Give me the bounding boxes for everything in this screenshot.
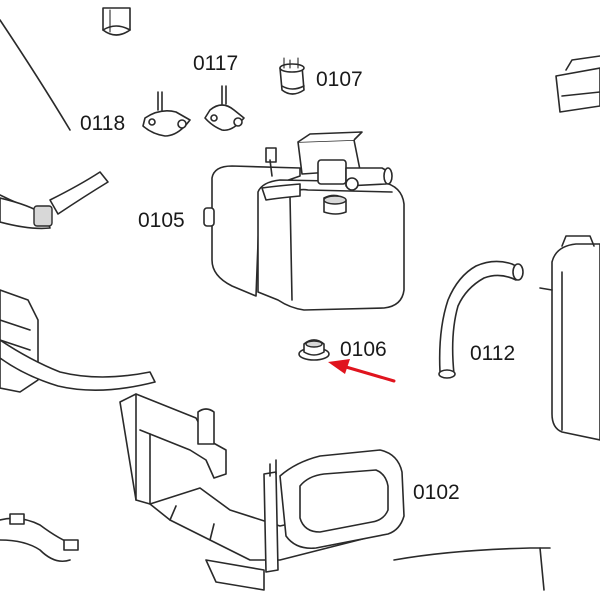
part-0112-hose — [438, 260, 524, 379]
label-0105: 0105 — [138, 209, 185, 232]
label-0102: 0102 — [413, 481, 460, 504]
part-0106-grommet — [298, 339, 330, 361]
part-0117-clip — [204, 85, 245, 132]
label-0106: 0106 — [340, 338, 387, 361]
part-0107-thermostat — [279, 57, 305, 95]
left-pump-assembly — [0, 19, 156, 393]
right-housing — [539, 235, 600, 441]
part-0102-base-frame — [119, 393, 551, 591]
highlight-arrow — [328, 359, 396, 383]
top-tube-stub — [102, 7, 131, 36]
label-0107: 0107 — [316, 68, 363, 91]
top-right-component — [555, 55, 600, 113]
label-0118: 0118 — [80, 112, 125, 135]
part-0105-water-tank — [203, 131, 405, 311]
label-0117: 0117 — [193, 52, 238, 75]
left-bottom-cable — [0, 513, 79, 563]
part-0118-clip — [142, 91, 191, 137]
label-0112: 0112 — [470, 342, 515, 365]
